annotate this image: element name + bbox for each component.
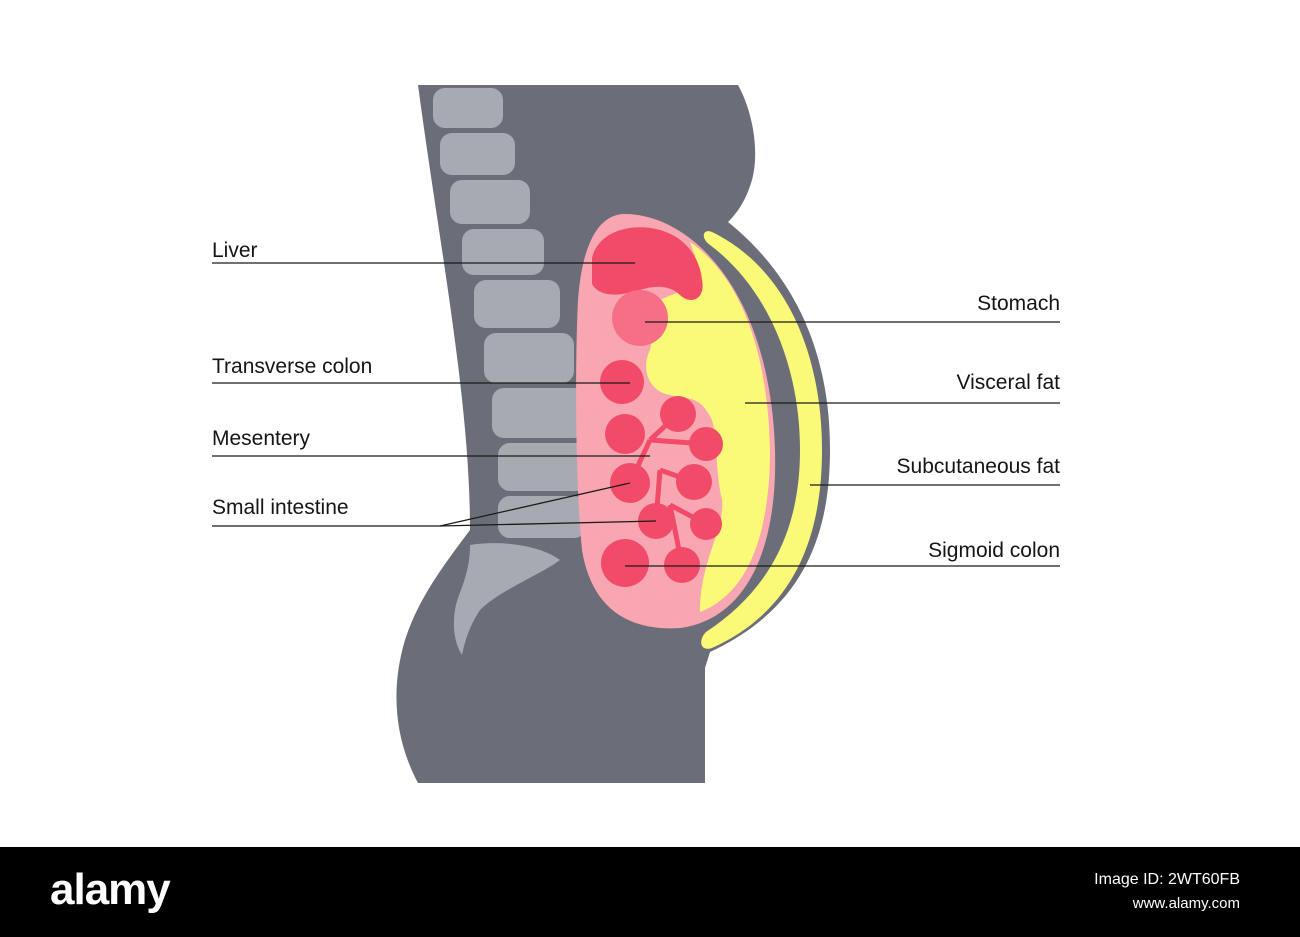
abdomen-diagram — [212, 85, 1060, 783]
spine — [433, 88, 592, 655]
image-id: Image ID: 2WT60FB — [1094, 871, 1240, 888]
intestine-loops — [600, 360, 723, 587]
liver-shape — [592, 227, 703, 300]
label-liver: Liver — [212, 239, 258, 262]
site-url: www.alamy.com — [1132, 895, 1240, 912]
label-sigmoid-colon: Sigmoid colon — [928, 539, 1060, 562]
label-stomach: Stomach — [977, 292, 1060, 315]
label-transverse-colon: Transverse colon — [212, 355, 373, 378]
mesentery-branches — [627, 412, 708, 566]
label-visceral-fat: Visceral fat — [956, 371, 1061, 394]
label-subcutaneous-fat: Subcutaneous fat — [896, 455, 1060, 478]
visceral-fat-shape — [646, 242, 770, 612]
image-code: Image ID: 2WT60FB www.alamy.com — [1094, 871, 1240, 912]
watermark-bar: alamy Image ID: 2WT60FB www.alamy.com — [0, 847, 1300, 937]
stomach-shape — [612, 290, 668, 346]
leader-lines — [212, 262, 1060, 567]
brand-logo: alamy — [50, 865, 171, 914]
subcutaneous-fat-shape — [701, 231, 822, 649]
label-mesentery: Mesentery — [212, 427, 311, 450]
label-small-intestine: Small intestine — [212, 496, 349, 519]
